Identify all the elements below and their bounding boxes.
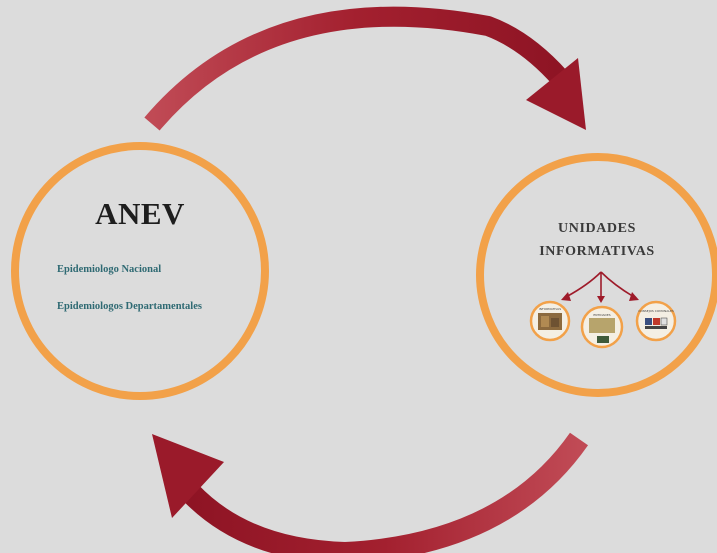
- top-cycle-arrow: [144, 6, 586, 131]
- anev-item-epidemiologo-nacional: Epidemiologo Nacional: [57, 264, 162, 275]
- top-arrowhead: [526, 58, 586, 130]
- bottom-arrow-shaft: [182, 432, 589, 553]
- sub-circle-3-label: CONSEJOS COMUNALES: [638, 309, 674, 313]
- bottom-arrowhead: [152, 434, 224, 518]
- sub-circle-2-image-small: [597, 336, 609, 343]
- sub-circle-2-label: ENTIDADES: [593, 313, 611, 317]
- branch-arrowhead-left: [561, 292, 571, 301]
- branch-arrow-right: [600, 271, 635, 298]
- branch-arrows: [565, 271, 635, 298]
- unidades-circle: [476, 153, 717, 397]
- branch-arrowheads: [561, 292, 639, 303]
- branch-arrowhead-center: [597, 296, 605, 303]
- unidades-title-line1: UNIDADES: [558, 221, 636, 236]
- anev-circle: [11, 142, 269, 400]
- anev-item-epidemiologos-departamentales: Epidemiologos Departamentales: [57, 301, 202, 312]
- bottom-cycle-arrow: [152, 432, 589, 553]
- top-arrow-shaft: [144, 6, 568, 131]
- sub-circle-2: [580, 305, 624, 349]
- sub-circle-3-image: [645, 318, 652, 325]
- branch-arrowhead-right: [629, 292, 639, 301]
- anev-title: ANEV: [95, 196, 185, 231]
- branch-arrow-left: [565, 271, 602, 298]
- sub-circle-3: [635, 300, 677, 342]
- sub-circle-2-image: [589, 318, 615, 333]
- sub-circle-1: [529, 300, 571, 342]
- unidades-title-line2: INFORMATIVAS: [539, 244, 655, 259]
- sub-circle-1-label: INFORMATIVAS: [538, 307, 562, 311]
